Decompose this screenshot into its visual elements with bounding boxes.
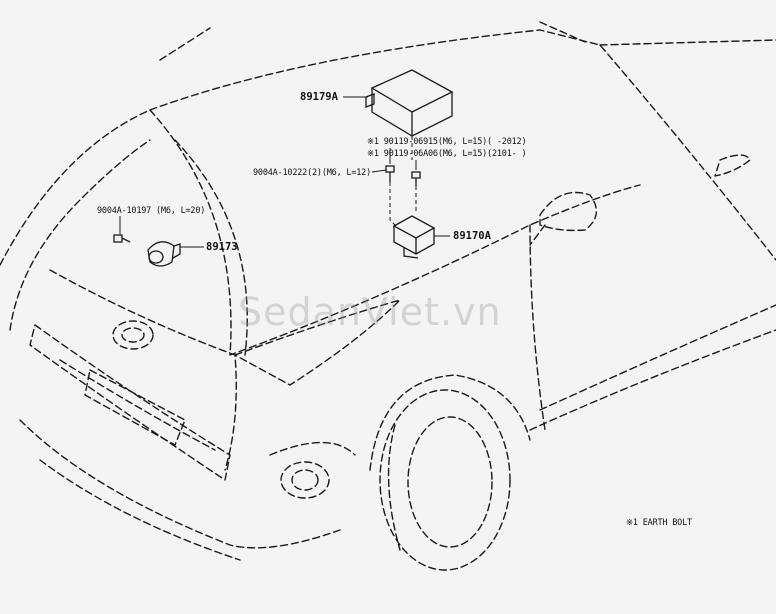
license-plate-area	[84, 369, 186, 446]
a-pillar-left	[159, 27, 211, 61]
body-left-edge	[0, 109, 151, 266]
door-handle	[714, 154, 751, 177]
wheel-arch	[369, 374, 531, 471]
windshield-outline	[149, 29, 776, 261]
bolt-left	[113, 234, 131, 243]
hood-outline	[149, 109, 641, 356]
bumper-edge	[39, 459, 241, 561]
leader-bolt-a	[371, 169, 387, 173]
headlamp-right	[234, 299, 401, 386]
ecu-box-side	[411, 92, 453, 137]
label-bolt-9004A-10197: 9004A-10197 (M6, L=20)	[97, 206, 206, 216]
grille-upper	[49, 269, 237, 471]
grille-frame	[29, 324, 231, 481]
tire-outer	[379, 389, 511, 571]
part-89173-shell	[147, 241, 175, 267]
side-mirror	[539, 191, 598, 232]
side-skirt	[539, 304, 776, 411]
part-89173-stub	[172, 243, 181, 259]
emblem-outline	[112, 320, 154, 350]
bolt-center	[385, 165, 395, 182]
note-earth-bolt: ※1 EARTH BOLT	[626, 518, 692, 528]
leader-bolt-center-down	[389, 182, 397, 227]
a-pillar-right	[539, 21, 586, 43]
ecu-box-top	[370, 69, 454, 113]
label-bolt-90119-06A06: ※1 90119-06A06(M6, L=15)(2101- )	[367, 149, 527, 159]
bolt-right	[411, 171, 421, 186]
label-bolt-9004A-10222: 9004A-10222(2)(M6, L=12)	[253, 168, 372, 178]
tire-side	[387, 424, 401, 551]
grille-inner	[59, 359, 216, 451]
label-89173: 89173	[206, 241, 238, 253]
part-89173-face	[148, 250, 164, 264]
label-89179A: 89179A	[300, 91, 338, 103]
door-line	[529, 224, 546, 431]
ecu-connector	[365, 93, 375, 108]
fender-left	[9, 139, 151, 331]
tire-inner	[407, 416, 493, 548]
bumper-lower	[19, 419, 341, 549]
fog-lamp-outer	[280, 461, 330, 499]
label-bolt-90119-06915: ※1 90119-06915(M6, L=15)( -2012)	[367, 137, 527, 147]
sensor-top	[392, 215, 436, 239]
emblem-inner	[121, 327, 145, 343]
sensor-bracket	[403, 248, 419, 259]
hood-crease	[174, 139, 248, 356]
mirror-base	[529, 224, 546, 246]
label-89170A: 89170A	[453, 230, 491, 242]
fog-lamp-inner	[291, 469, 319, 491]
ecu-box-front	[371, 88, 413, 138]
watermark: SedanViet.vn	[238, 290, 502, 334]
sensor-body	[393, 226, 435, 255]
roof-edge	[599, 39, 776, 46]
body-side	[529, 329, 776, 431]
fog-lamp-bezel	[269, 441, 356, 456]
